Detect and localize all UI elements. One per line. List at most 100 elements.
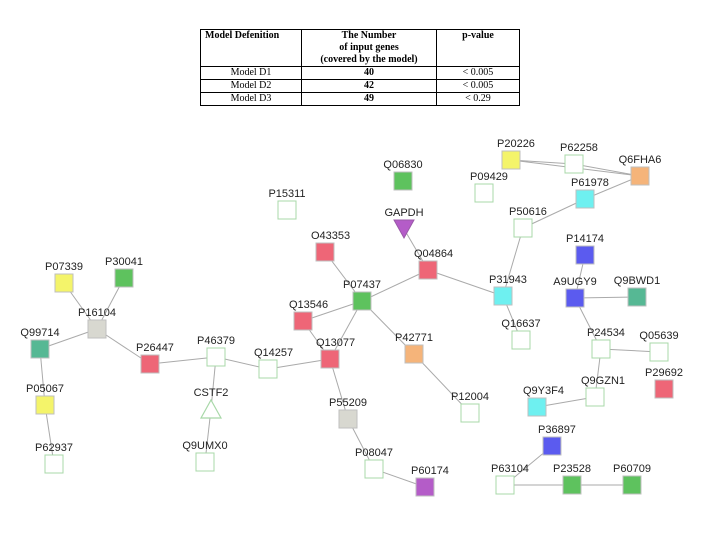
- node-p50616[interactable]: P50616: [509, 206, 547, 238]
- node-label: Q9UMX0: [182, 440, 227, 452]
- node-p63104[interactable]: P63104: [491, 463, 529, 495]
- node-p14174[interactable]: P14174: [566, 233, 604, 265]
- node-p29692[interactable]: P29692: [645, 367, 683, 399]
- node-shape[interactable]: [258, 359, 278, 379]
- node-shape[interactable]: [30, 339, 50, 359]
- node-shape[interactable]: [404, 344, 424, 364]
- node-p62258[interactable]: P62258: [560, 142, 598, 174]
- node-shape[interactable]: [352, 291, 372, 311]
- node-shape[interactable]: [393, 171, 413, 191]
- node-shape[interactable]: [511, 330, 531, 350]
- node-p09429[interactable]: P09429: [470, 171, 508, 203]
- node-p20226[interactable]: P20226: [497, 138, 535, 170]
- node-q14257[interactable]: Q14257: [254, 347, 293, 379]
- node-shape[interactable]: [630, 166, 650, 186]
- node-shape[interactable]: [495, 475, 515, 495]
- node-p23528[interactable]: P23528: [553, 463, 591, 495]
- edge-p50616-p31943: [502, 227, 524, 297]
- node-shape[interactable]: [513, 218, 533, 238]
- node-shape[interactable]: [493, 286, 513, 306]
- node-shape[interactable]: [418, 260, 438, 280]
- node-shape[interactable]: [527, 397, 547, 417]
- node-shape[interactable]: [54, 273, 74, 293]
- node-p46379[interactable]: P46379: [197, 335, 235, 367]
- node-cstf2[interactable]: CSTF2: [194, 387, 229, 419]
- node-p30041[interactable]: P30041: [105, 256, 143, 288]
- node-shape[interactable]: [35, 395, 55, 415]
- node-shape[interactable]: [627, 287, 647, 307]
- node-p26447[interactable]: P26447: [136, 342, 174, 374]
- node-shape[interactable]: [195, 452, 215, 472]
- node-shape[interactable]: [364, 459, 384, 479]
- node-shape[interactable]: [591, 339, 611, 359]
- node-shape[interactable]: [277, 200, 297, 220]
- node-a9ugy9[interactable]: A9UGY9: [553, 276, 597, 308]
- node-p07339[interactable]: P07339: [45, 261, 83, 293]
- node-label: P46379: [197, 335, 235, 347]
- node-shape[interactable]: [393, 219, 415, 240]
- node-p60709[interactable]: P60709: [613, 463, 651, 495]
- node-q9y3f4[interactable]: Q9Y3F4: [523, 385, 564, 417]
- node-label: O43353: [311, 230, 350, 242]
- node-shape[interactable]: [501, 150, 521, 170]
- node-p05067[interactable]: P05067: [26, 383, 64, 415]
- node-shape[interactable]: [315, 242, 335, 262]
- node-label: P14174: [566, 233, 604, 245]
- node-shape[interactable]: [565, 288, 585, 308]
- node-shape[interactable]: [460, 403, 480, 423]
- node-shape[interactable]: [542, 436, 562, 456]
- node-shape[interactable]: [474, 183, 494, 203]
- node-shape[interactable]: [562, 475, 582, 495]
- node-p31943[interactable]: P31943: [489, 274, 527, 306]
- node-label: P07437: [343, 279, 381, 291]
- edge-p07437-q13546: [302, 300, 363, 322]
- edge-q04864-p07437: [361, 269, 429, 302]
- node-p08047[interactable]: P08047: [355, 447, 393, 479]
- node-p07437[interactable]: P07437: [343, 279, 381, 311]
- node-p61978[interactable]: P61978: [571, 177, 609, 209]
- node-shape[interactable]: [114, 268, 134, 288]
- node-label: Q9Y3F4: [523, 385, 564, 397]
- node-shape[interactable]: [564, 154, 584, 174]
- node-shape[interactable]: [87, 319, 107, 339]
- node-p15311[interactable]: P15311: [268, 188, 306, 220]
- node-p42771[interactable]: P42771: [395, 332, 433, 364]
- node-p16104[interactable]: P16104: [78, 307, 116, 339]
- node-o43353[interactable]: O43353: [311, 230, 350, 262]
- node-q05639[interactable]: Q05639: [639, 330, 679, 362]
- node-shape[interactable]: [415, 477, 435, 497]
- node-p55209[interactable]: P55209: [329, 397, 367, 429]
- node-q13546[interactable]: Q13546: [289, 299, 328, 331]
- node-p60174[interactable]: P60174: [411, 465, 449, 497]
- node-q6fha6[interactable]: Q6FHA6: [619, 154, 662, 186]
- node-q16637[interactable]: Q16637: [501, 318, 541, 350]
- node-q9gzn1[interactable]: Q9GZN1: [581, 375, 625, 407]
- node-shape[interactable]: [293, 311, 313, 331]
- edge-p07437-q13077: [329, 300, 363, 360]
- node-shape[interactable]: [206, 347, 226, 367]
- node-q9umx0[interactable]: Q9UMX0: [182, 440, 228, 472]
- node-shape[interactable]: [622, 475, 642, 495]
- node-p36897[interactable]: P36897: [538, 424, 576, 456]
- node-shape[interactable]: [575, 189, 595, 209]
- node-shape[interactable]: [140, 354, 160, 374]
- node-shape[interactable]: [44, 454, 64, 474]
- node-shape[interactable]: [649, 342, 669, 362]
- node-q99714[interactable]: Q99714: [20, 327, 60, 359]
- node-p62937[interactable]: P62937: [35, 442, 73, 474]
- node-label: P62258: [560, 142, 598, 154]
- node-gapdh[interactable]: GAPDH: [384, 207, 424, 240]
- node-shape[interactable]: [199, 398, 223, 419]
- node-p24534[interactable]: P24534: [587, 327, 625, 359]
- node-q13077[interactable]: Q13077: [316, 337, 355, 369]
- node-p12004[interactable]: P12004: [451, 391, 489, 423]
- node-shape[interactable]: [575, 245, 595, 265]
- node-shape[interactable]: [585, 387, 605, 407]
- node-shape[interactable]: [338, 409, 358, 429]
- node-shape[interactable]: [654, 379, 674, 399]
- node-q9bwd1[interactable]: Q9BWD1: [614, 275, 660, 307]
- node-q04864[interactable]: Q04864: [414, 248, 453, 280]
- node-q06830[interactable]: Q06830: [383, 159, 423, 191]
- node-shape[interactable]: [320, 349, 340, 369]
